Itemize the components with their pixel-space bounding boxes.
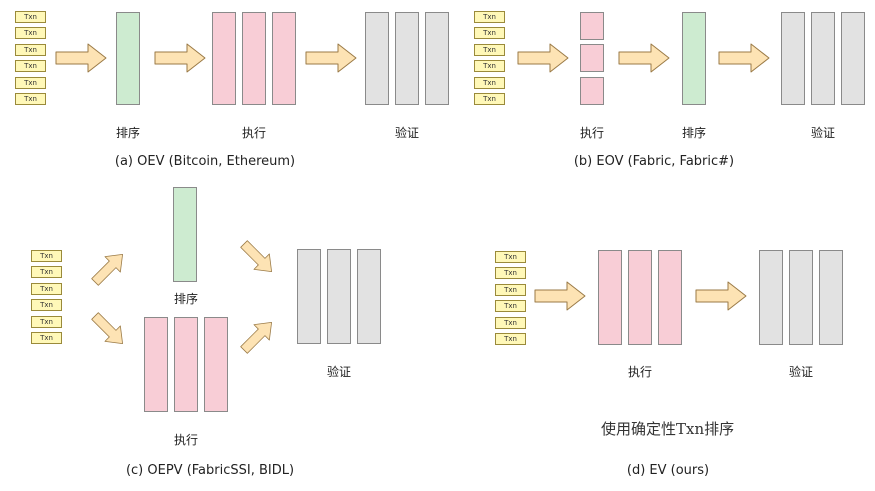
order-label: 排序 [115, 126, 140, 140]
txn-box: Txn [495, 333, 526, 345]
order-label: 排序 [681, 126, 706, 140]
validate-block [819, 250, 843, 345]
execute-block [628, 250, 652, 345]
arrow-icon [305, 43, 357, 73]
validate-block [365, 12, 389, 105]
caption-c: (c) OEPV (FabricSSI, BIDL) [125, 463, 295, 478]
validate-label: 验证 [326, 365, 351, 379]
execute-label: 执行 [173, 433, 198, 447]
txn-box: Txn [474, 60, 505, 72]
txn-box: Txn [31, 316, 62, 328]
txn-box: Txn [31, 283, 62, 295]
execute-block [580, 12, 604, 40]
order-block [682, 12, 706, 105]
txn-box: Txn [15, 11, 46, 23]
txn-box: Txn [495, 251, 526, 263]
txn-box: Txn [495, 284, 526, 296]
validate-block [781, 12, 805, 105]
txn-box: Txn [495, 267, 526, 279]
deterministic-ordering-note: 使用确定性Txn排序 [601, 420, 735, 438]
arrow-icon [235, 314, 280, 359]
txn-box: Txn [31, 299, 62, 311]
validate-block [789, 250, 813, 345]
txn-box: Txn [495, 317, 526, 329]
order-label: 排序 [173, 292, 198, 306]
txn-box: Txn [31, 332, 62, 344]
execute-label: 执行 [241, 126, 266, 140]
execute-label: 执行 [579, 126, 604, 140]
txn-box: Txn [15, 44, 46, 56]
txn-box: Txn [474, 11, 505, 23]
execute-block [580, 77, 604, 105]
order-block [173, 187, 197, 282]
execute-block [658, 250, 682, 345]
validate-block [357, 249, 381, 344]
validate-block [297, 249, 321, 344]
order-block [116, 12, 140, 105]
arrow-icon [154, 43, 206, 73]
txn-box: Txn [474, 93, 505, 105]
execute-block [598, 250, 622, 345]
arrow-icon [86, 307, 131, 352]
execute-block [174, 317, 198, 412]
validate-block [327, 249, 351, 344]
validate-label: 验证 [810, 126, 835, 140]
validate-label: 验证 [788, 365, 813, 379]
caption-a: (a) OEV (Bitcoin, Ethereum) [114, 154, 296, 169]
txn-box: Txn [495, 300, 526, 312]
txn-box: Txn [31, 250, 62, 262]
execute-block [144, 317, 168, 412]
validate-label: 验证 [394, 126, 419, 140]
execute-block [272, 12, 296, 105]
arrow-icon [718, 43, 770, 73]
execute-block [204, 317, 228, 412]
execute-block [242, 12, 266, 105]
execute-label: 执行 [627, 365, 652, 379]
execute-block [212, 12, 236, 105]
txn-box: Txn [474, 27, 505, 39]
txn-box: Txn [15, 60, 46, 72]
execute-block [580, 44, 604, 72]
arrow-icon [55, 43, 107, 73]
txn-box: Txn [474, 77, 505, 89]
arrow-icon [517, 43, 569, 73]
txn-box: Txn [15, 77, 46, 89]
validate-block [425, 12, 449, 105]
txn-box: Txn [474, 44, 505, 56]
txn-box: Txn [15, 93, 46, 105]
arrow-icon [534, 281, 586, 311]
txn-box: Txn [15, 27, 46, 39]
validate-block [811, 12, 835, 105]
arrow-icon [618, 43, 670, 73]
arrow-icon [695, 281, 747, 311]
arrow-icon [235, 235, 280, 280]
validate-block [395, 12, 419, 105]
validate-block [759, 250, 783, 345]
txn-box: Txn [31, 266, 62, 278]
arrow-icon [86, 246, 131, 291]
validate-block [841, 12, 865, 105]
caption-d: (d) EV (ours) [626, 463, 710, 478]
caption-b: (b) EOV (Fabric, Fabric#) [573, 154, 735, 169]
